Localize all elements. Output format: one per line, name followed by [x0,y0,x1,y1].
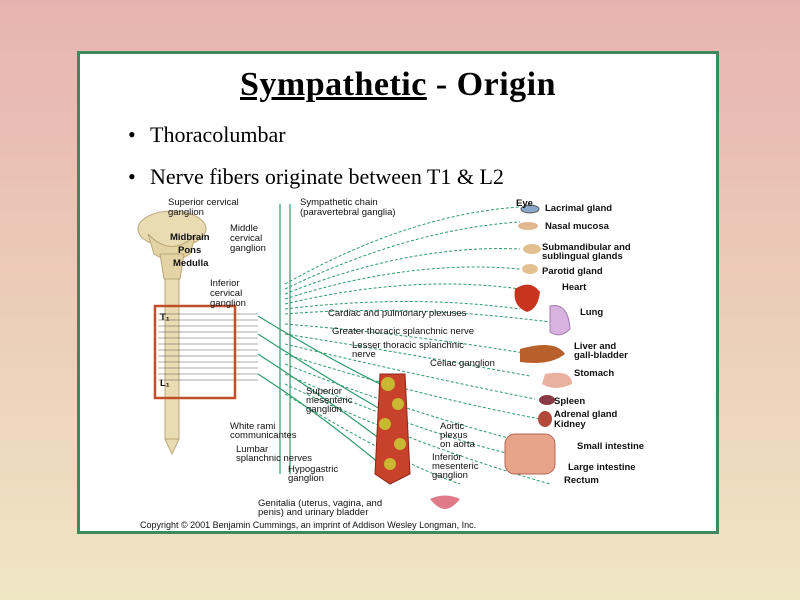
t1-label: T₁ [160,312,170,323]
liver-l2: gall-bladder [574,350,628,361]
lacrimal-label: Lacrimal gland [545,203,612,214]
l1-label: L₁ [160,378,170,389]
parotid-icon [522,264,538,274]
inferior-cervical-l3: ganglion [210,298,246,309]
svg-text:communicantes: communicantes [230,430,297,441]
stomach-icon [542,373,572,388]
svg-text:penis) and urinary bladder: penis) and urinary bladder [258,507,368,518]
aortic-plexus-l3: on aorta [440,439,476,450]
medulla-label: Medulla [173,258,209,269]
sympathetic-diagram: Superior cervical ganglion Sympathetic c… [80,54,716,531]
spleen-icon [539,395,555,405]
genitalia-icon [430,496,460,510]
svg-text:nerve: nerve [352,349,376,360]
eye-label: Eye [516,198,533,209]
hypogastric-l2: ganglion [288,473,324,484]
svg-text:(paravertebral ganglia): (paravertebral ganglia) [300,207,396,218]
pons-label: Pons [178,245,201,256]
liver-icon [520,345,565,363]
cardiac-plexuses-label: Cardiac and pulmonary plexuses [328,308,467,319]
svg-text:on aorta: on aorta [440,439,476,450]
svg-text:ganglion: ganglion [210,298,246,309]
aorta-ganglia [375,374,410,484]
celiac-label: Celiac ganglion [430,358,495,369]
midbrain-label: Midbrain [170,232,210,243]
lung-icon [550,305,570,334]
heart-icon [515,285,541,312]
large-intestine-label: Large intestine [568,462,636,473]
stomach-label: Stomach [574,368,614,379]
rectum-label: Rectum [564,475,599,486]
slide-frame: Sympathetic - Origin •Thoracolumbar •Ner… [77,51,719,534]
svg-text:gall-bladder: gall-bladder [574,350,628,361]
genitalia-l2: penis) and urinary bladder [258,507,368,518]
submandibular-l2: sublingual glands [542,251,623,262]
small-intestine-label: Small intestine [577,441,644,452]
svg-text:splanchnic nerves: splanchnic nerves [236,453,312,464]
white-rami-l2: communicantes [230,430,297,441]
sympathetic-chain-l2: (paravertebral ganglia) [300,207,396,218]
inf-mesenteric-l3: ganglion [432,470,468,481]
middle-cervical-l3: ganglion [230,243,266,254]
heart-label: Heart [562,282,587,293]
nasal-label: Nasal mucosa [545,221,610,232]
sup-mesenteric-l3: ganglion [306,404,342,415]
salivary-icon [523,244,541,254]
svg-text:ganglion: ganglion [168,207,204,218]
nasal-icon [518,222,538,230]
svg-text:sublingual glands: sublingual glands [542,251,623,262]
lesser-splanchnic-l2: nerve [352,349,376,360]
kidney-label: Kidney [554,419,586,430]
spleen-label: Spleen [554,396,585,407]
intestine-icon [505,434,555,474]
svg-text:ganglion: ganglion [432,470,468,481]
lung-label: Lung [580,307,603,318]
kidney-icon [538,411,552,427]
parotid-label: Parotid gland [542,266,603,277]
greater-splanchnic-label: Greater thoracic splanchnic nerve [332,326,474,337]
svg-text:ganglion: ganglion [306,404,342,415]
copyright-text: Copyright © 2001 Benjamin Cummings, an i… [140,520,476,530]
svg-text:ganglion: ganglion [288,473,324,484]
superior-cervical-l2: ganglion [168,207,204,218]
lumbar-splanchnic-l2: splanchnic nerves [236,453,312,464]
svg-text:ganglion: ganglion [230,243,266,254]
